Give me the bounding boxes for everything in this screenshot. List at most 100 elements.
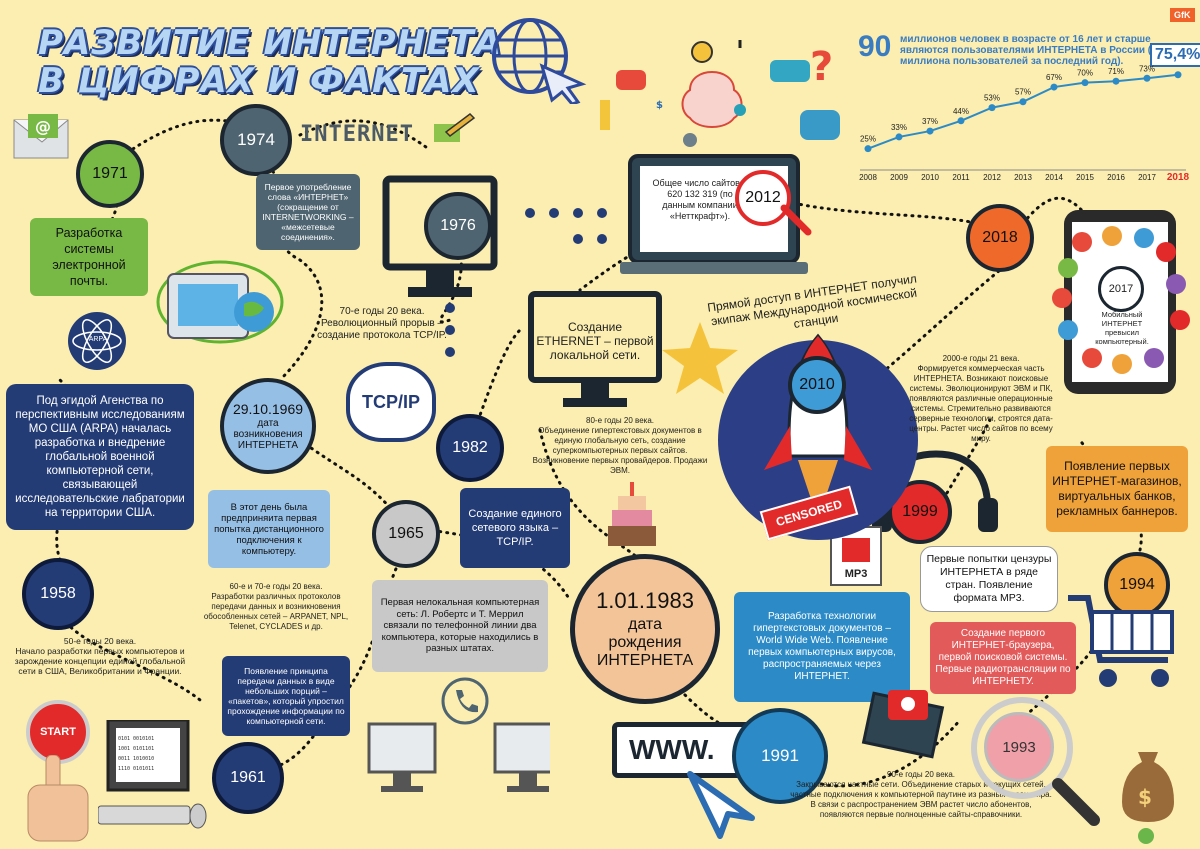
pen-icon (434, 113, 476, 142)
year-2010: 2010 (799, 376, 835, 393)
www-desc-box: Разработка технологии гипертекстовых док… (734, 592, 910, 702)
year-1982-badge: 1982 (436, 414, 504, 482)
year-tick-label: 2013 (1014, 173, 1032, 182)
hand-pointer-icon (27, 755, 89, 842)
year-tick-label: 2014 (1045, 173, 1063, 182)
era-50s: 50-е годы 20 века. Начало разработки пер… (5, 636, 195, 676)
year-tick-label: 2015 (1076, 173, 1094, 182)
users-point (1019, 98, 1027, 106)
mp3-file-icon: MP3 (830, 526, 882, 586)
mp3-label: MP3 (844, 568, 868, 580)
email-icon: @ (13, 114, 69, 159)
virus-email-icon (861, 690, 945, 759)
users-value-label: 25% (860, 135, 876, 144)
users-value-label: 70% (1077, 69, 1093, 78)
svg-text:$: $ (656, 100, 663, 111)
arpa-desc-box: Под эгидой Агенства по перспективным исс… (6, 384, 194, 530)
network-lang-desc: Создание единого сетевого языка – TCP/IP… (468, 508, 562, 548)
year-tick-label: 2009 (890, 173, 908, 182)
ideas-icons-cluster: ? $ (600, 40, 840, 147)
era-80s: 80-е годы 20 века. Объединение гипертекс… (528, 416, 712, 476)
era-60s-title: 60-е и 70-е годы 20 века. (229, 582, 323, 591)
tcpip-label: TCP/IP (361, 391, 420, 412)
ethernet-desc: Создание ETHERNET – первой локальной сет… (536, 320, 654, 362)
phone-icon (441, 677, 489, 725)
first-wan-desc-box: Первая нелокальная компьютерная сеть: Л.… (372, 580, 548, 672)
arpa-label: ARPA (88, 336, 108, 343)
first-wan-desc: Первая нелокальная компьютерная сеть: Л.… (380, 597, 540, 655)
year-2018: 2018 (982, 229, 1018, 246)
main-title: РАЗВИТИЕ ИНТЕРНЕТА В ЦИФРАХ И ФАКТАХ (38, 24, 502, 100)
censorship-desc-box: Первые попытки цензуры ИНТЕРНЕТА в ряде … (920, 546, 1058, 612)
users-point (1112, 77, 1120, 85)
era-60s: 60-е и 70-е годы 20 века. Разработки раз… (196, 582, 356, 632)
users-line (867, 73, 1179, 150)
year-1982: 1982 (452, 439, 488, 456)
birth-date-label: дата рождения ИНТЕРНЕТА (596, 616, 694, 669)
computer-globe-icon (156, 260, 284, 344)
year-tick-label: 2018 (1167, 172, 1190, 183)
first-connect-desc: В этот день была предприняита первая поп… (214, 501, 324, 557)
date-1969-badge: 29.10.1969 дата возникновения ИНТЕРНЕТА (220, 378, 316, 474)
year-1976: 1976 (440, 217, 476, 234)
stats-final-value: 75,4% (1150, 43, 1200, 67)
packets-desc: Появление принципа передачи данных в вид… (227, 666, 345, 726)
users-point (1081, 79, 1089, 87)
internet-users-chart: 25%200833%200937%201044%201153%201257%20… (859, 64, 1190, 183)
year-2017-badge: 2017 (1098, 266, 1144, 312)
censorship-desc: Первые попытки цензуры ИНТЕРНЕТА в ряде … (926, 553, 1052, 604)
year-2012: 2012 (745, 189, 781, 206)
users-value-label: 71% (1108, 67, 1124, 76)
tcpip-cloud-icon: TCP/IP (346, 362, 436, 442)
year-1976-badge: 1976 (424, 192, 492, 260)
era-90s: 90-е годы 20 века. Закрываются частные с… (790, 770, 1052, 820)
svg-text:?: ? (810, 44, 833, 90)
title-line-2: В ЦИФРАХ И ФАКТАХ (38, 61, 480, 101)
old-computer-icon: 0101 0010101 1001 0101101 0011 1010010 1… (98, 720, 207, 829)
money-bag-icon: $ (1122, 752, 1174, 844)
year-1991-badge: 1991 (732, 708, 828, 804)
magnifier-icon (971, 697, 1100, 826)
mouse-cursor-icon (687, 771, 755, 839)
dots-vertical-icon (445, 303, 455, 357)
year-1991: 1991 (761, 746, 799, 765)
year-1999: 1999 (902, 503, 938, 520)
start-label: START (40, 726, 76, 738)
mobile-desc: Мобильный ИНТЕРНЕТ превысил компьютерный… (1095, 310, 1149, 346)
users-point (988, 104, 996, 112)
www-desc: Разработка технологии гипертекстовых док… (748, 611, 896, 682)
year-1971: 1971 (92, 165, 128, 182)
shops-desc: Появление первых ИНТЕРНЕТ-магазинов, вир… (1052, 459, 1182, 518)
era-50s-title: 50-е годы 20 века. (63, 636, 137, 646)
mp3-note-icon (842, 538, 870, 562)
date-1969-label: дата возникновения ИНТЕРНЕТА (233, 417, 303, 451)
packets-desc-box: Появление принципа передачи данных в вид… (222, 656, 350, 736)
svg-text:@: @ (35, 117, 51, 136)
year-1993-badge: 1993 (984, 712, 1054, 782)
users-value-label: 57% (1015, 88, 1031, 97)
users-value-label: 73% (1139, 64, 1155, 73)
browser-desc: Создание первого ИНТЕРНЕТ-браузера, перв… (935, 628, 1071, 687)
year-tick-label: 2016 (1107, 173, 1125, 182)
svg-text:1110 0101011: 1110 0101011 (118, 766, 154, 772)
arpa-desc: Под эгидой Агенства по перспективным исс… (15, 395, 185, 519)
globe-cursor-icon (492, 18, 587, 104)
date-1969: 29.10.1969 (232, 400, 304, 417)
year-1961-badge: 1961 (212, 742, 284, 814)
first-connect-desc-box: В этот день была предприняита первая поп… (208, 490, 330, 568)
two-computers-icon (367, 722, 550, 792)
era-80s-desc: Объединение гипертекстовых документов в … (532, 426, 708, 475)
shopping-cart-icon (1068, 595, 1174, 687)
year-2018-badge: 2018 (966, 204, 1034, 272)
users-point (926, 127, 934, 135)
era-70s-desc: Революционный прорыв – создание протокол… (317, 318, 447, 341)
shops-desc-box: Появление первых ИНТЕРНЕТ-магазинов, вир… (1046, 446, 1188, 532)
year-tick-label: 2017 (1138, 173, 1156, 182)
users-point (1143, 74, 1151, 82)
internet-word: INTERNET (300, 122, 414, 147)
monitor-icon (382, 175, 498, 297)
users-point (1174, 71, 1182, 79)
era-2000s: 2000-е годы 21 века. Формируется коммерч… (904, 354, 1058, 444)
users-point (1050, 83, 1058, 91)
year-2012-badge: 2012 (735, 170, 791, 226)
